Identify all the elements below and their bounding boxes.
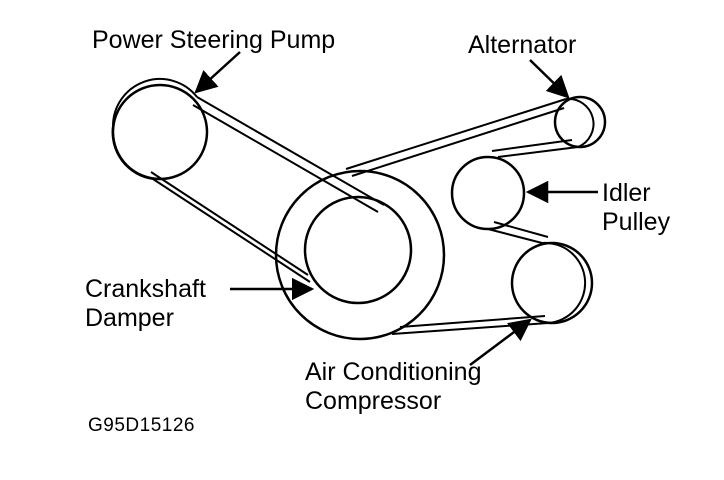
label-crankshaft-damper-line1: Crankshaft [85, 275, 206, 303]
label-idler-pulley-line1: Idler [602, 179, 651, 207]
figure-code: G95D15126 [88, 415, 195, 436]
power-steering-pump-pulley [111, 83, 209, 181]
idler-pulley [450, 155, 526, 231]
arrow-ac-compressor [469, 318, 532, 366]
alternator-pulley [553, 95, 607, 149]
arrow-power-steering-pump [194, 51, 241, 94]
arrow-alternator [529, 59, 570, 99]
label-ac-compressor-line1: Air Conditioning [305, 358, 482, 386]
label-ac-compressor-line2: Compressor [305, 387, 442, 415]
crankshaft-damper-inner [303, 195, 413, 305]
ac-compressor-pulley [510, 241, 594, 325]
label-alternator: Alternator [468, 31, 577, 59]
label-crankshaft-damper-line2: Damper [85, 304, 174, 332]
label-idler-pulley-line2: Pulley [602, 208, 671, 236]
leader-arrows [194, 51, 598, 366]
label-power-steering-pump: Power Steering Pump [92, 26, 336, 54]
